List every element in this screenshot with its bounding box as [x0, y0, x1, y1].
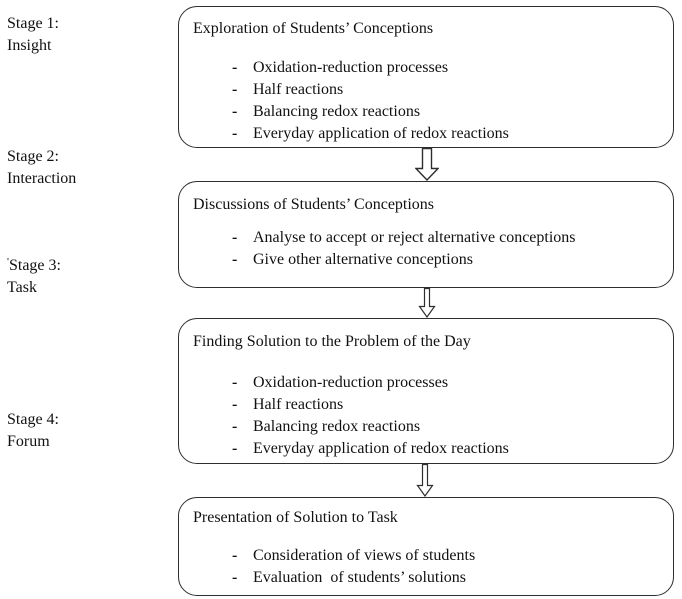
bullet-list: -Oxidation-reduction processes -Half rea… — [179, 57, 673, 145]
dash-bullet: - — [232, 251, 238, 268]
list-item: -Half reactions — [179, 394, 673, 416]
bullet-list: -Consideration of views of students -Eva… — [179, 545, 673, 589]
dash-bullet: - — [232, 396, 238, 413]
list-item-text: Half reactions — [253, 81, 344, 98]
stage-label-interaction: Stage 2: Interaction — [7, 146, 76, 190]
list-item-text: Give other alternative conceptions — [253, 251, 473, 268]
down-arrow-icon — [418, 288, 436, 318]
dash-bullet: - — [232, 374, 238, 391]
box-title: Presentation of Solution to Task — [193, 509, 398, 526]
dash-bullet: - — [232, 418, 238, 435]
stage-label-forum: Stage 4: Forum — [7, 409, 59, 453]
stage-number: Stage 1: — [7, 15, 59, 32]
list-item-text: Half reactions — [253, 396, 344, 413]
list-item-text: Everyday application of redox reactions — [253, 125, 509, 142]
stage-box-finding-solution: Finding Solution to the Problem of the D… — [178, 318, 674, 464]
list-item: -Oxidation-reduction processes — [179, 372, 673, 394]
stage-box-presentation: Presentation of Solution to Task -Consid… — [178, 497, 674, 596]
box-title: Finding Solution to the Problem of the D… — [193, 333, 471, 350]
down-arrow-icon — [416, 464, 434, 497]
dash-bullet: - — [232, 569, 238, 586]
down-arrow-icon — [415, 148, 439, 181]
bullet-list: -Analyse to accept or reject alternative… — [179, 227, 673, 271]
bullet-list: -Oxidation-reduction processes -Half rea… — [179, 372, 673, 460]
stage-number: Stage 4: — [7, 411, 59, 428]
stage-label-insight: Stage 1: Insight — [7, 13, 59, 57]
stage-number: Stage 2: — [7, 148, 59, 165]
stray-tick-mark: ' — [7, 256, 9, 268]
list-item: -Everyday application of redox reactions — [179, 123, 673, 145]
list-item-text: Analyse to accept or reject alternative … — [253, 229, 576, 246]
stage-box-discussions: Discussions of Students’ Conceptions -An… — [178, 181, 674, 288]
dash-bullet: - — [232, 103, 238, 120]
stage-number: 'Stage 3: — [7, 256, 61, 274]
list-item-text: Oxidation-reduction processes — [253, 374, 449, 391]
list-item-text: Balancing redox reactions — [253, 418, 421, 435]
stage-name: Forum — [7, 433, 50, 450]
list-item: -Balancing redox reactions — [179, 416, 673, 438]
list-item-text: Evaluation of students’ solutions — [253, 569, 467, 586]
list-item-text: Everyday application of redox reactions — [253, 440, 509, 457]
stage-name: Interaction — [7, 170, 77, 187]
list-item: -Everyday application of redox reactions — [179, 438, 673, 460]
stage-box-exploration: Exploration of Students’ Conceptions -Ox… — [178, 6, 674, 148]
list-item-text: Consideration of views of students — [253, 547, 476, 564]
stage-label-task: 'Stage 3: Task — [7, 251, 61, 299]
list-item: -Half reactions — [179, 79, 673, 101]
list-item-text: Oxidation-reduction processes — [253, 59, 449, 76]
list-item-text: Balancing redox reactions — [253, 103, 421, 120]
dash-bullet: - — [232, 547, 238, 564]
stage-name: Insight — [7, 37, 52, 54]
list-item: -Evaluation of students’ solutions — [179, 567, 673, 589]
list-item: -Oxidation-reduction processes — [179, 57, 673, 79]
box-title: Exploration of Students’ Conceptions — [193, 20, 434, 37]
dash-bullet: - — [232, 81, 238, 98]
list-item: -Consideration of views of students — [179, 545, 673, 567]
list-item: -Balancing redox reactions — [179, 101, 673, 123]
list-item: -Give other alternative conceptions — [179, 249, 673, 271]
list-item: -Analyse to accept or reject alternative… — [179, 227, 673, 249]
dash-bullet: - — [232, 440, 238, 457]
dash-bullet: - — [232, 229, 238, 246]
dash-bullet: - — [232, 59, 238, 76]
dash-bullet: - — [232, 125, 238, 142]
box-title: Discussions of Students’ Conceptions — [193, 196, 435, 213]
stage-name: Task — [7, 279, 37, 296]
